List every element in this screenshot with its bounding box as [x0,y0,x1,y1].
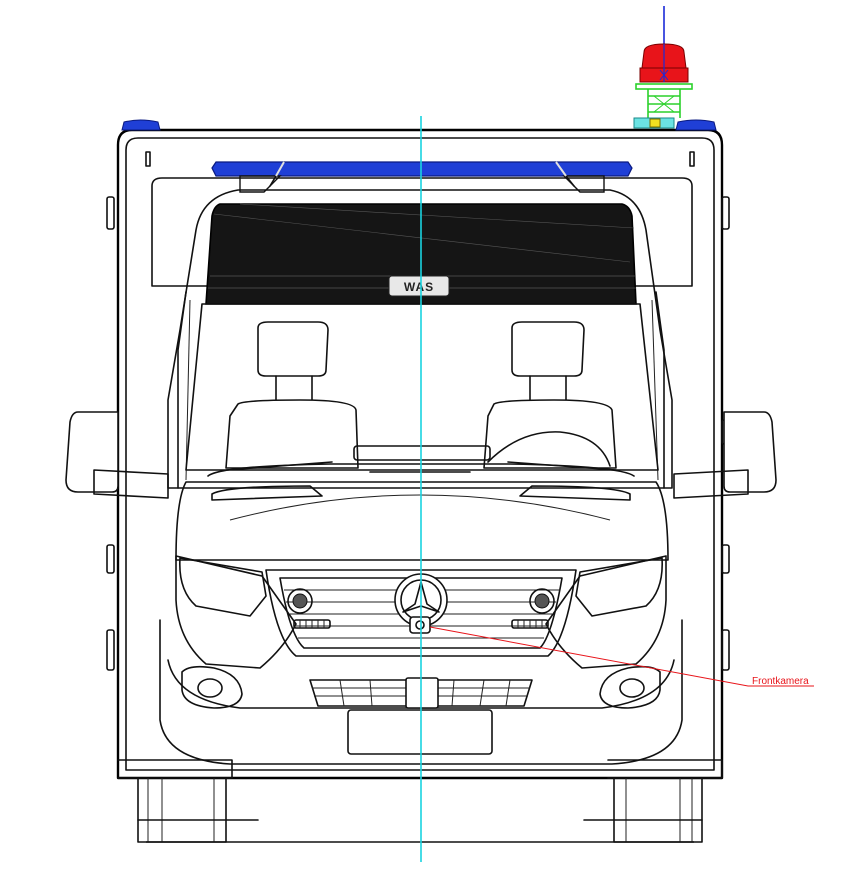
passenger-seat [483,321,617,469]
annotation-leader-line [429,626,814,687]
license-plate [347,709,493,755]
windshield-brand-label: WAS [404,280,434,294]
left-fog-light [181,665,243,709]
driver-seat [225,321,359,469]
right-fog-light [599,665,661,709]
left-headlight [179,557,267,617]
roof-corner-lights [121,119,717,131]
right-headlight [575,557,663,617]
left-mirror [65,411,169,499]
dashboard [207,445,635,477]
front-camera-annotation: Frontkamera [429,626,814,687]
wheels [137,777,703,843]
roof-beacon-assembly [633,6,693,129]
annotation-label: Frontkamera [752,676,809,687]
hood [175,481,669,561]
blue-light-bar [211,161,633,193]
right-mirror [673,411,777,499]
windshield: WAS [185,203,659,471]
lower-air-intake [309,677,533,709]
front-camera [409,616,431,634]
cab-outline [167,189,673,489]
